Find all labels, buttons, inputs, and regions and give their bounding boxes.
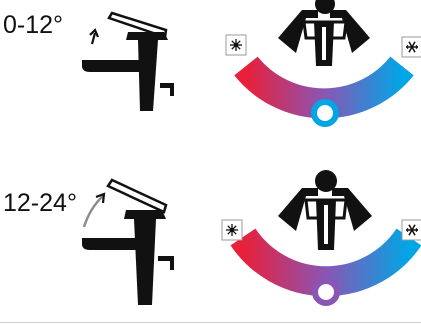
panel-high-lift: 12-24° [3,170,421,306]
ring-marker [311,99,339,127]
temperature-ring [230,228,421,306]
warm-sun-icon [225,34,247,56]
faucet-icon [82,178,174,305]
faucet-icon [82,11,174,111]
angle-label: 0-12° [3,11,63,39]
panel-low-lift: 0-12° [3,0,421,127]
lift-arrow-icon [89,28,100,45]
handle-top-view-icon [278,170,372,250]
cold-snowflake-icon [401,36,421,58]
warm-sun-icon [221,219,243,241]
lift-arrow-icon [82,192,106,228]
bottom-divider [0,322,421,323]
handle-top-view-icon [278,0,370,66]
cold-snowflake-icon [401,219,421,241]
temperature-ring [234,56,414,127]
ring-marker [312,278,340,306]
angle-label: 12-24° [3,189,77,217]
